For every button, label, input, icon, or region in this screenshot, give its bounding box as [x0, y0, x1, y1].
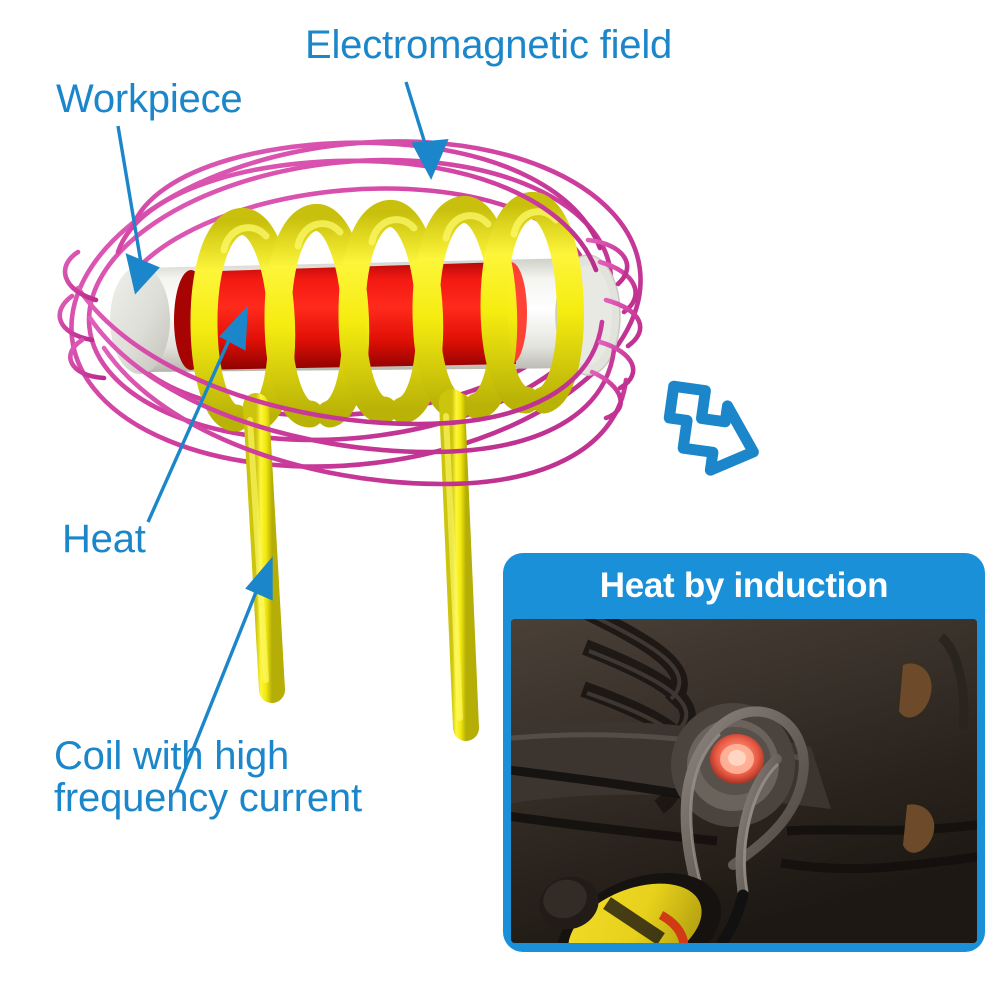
coil-lead-right — [439, 389, 479, 741]
heat-arrow — [146, 305, 248, 523]
panel-header: Heat by induction — [503, 553, 985, 619]
induction-coil — [190, 192, 584, 432]
label-heat: Heat — [62, 517, 146, 561]
field-lines-front — [57, 140, 643, 487]
photo-render — [511, 619, 977, 943]
photo-content — [511, 619, 977, 943]
coil-arrow — [174, 556, 273, 793]
panel-header-title: Heat by induction — [599, 566, 889, 605]
black-tool-knob — [539, 876, 599, 930]
label-coil-line-1: Coil with high — [54, 734, 290, 778]
rusty-bracket — [899, 633, 969, 853]
label-workpiece: Workpiece — [56, 77, 243, 121]
heat-by-induction-panel: Heat by induction — [503, 553, 985, 952]
induction-coil-loop — [680, 706, 809, 900]
label-coil-line-2: frequency current — [54, 776, 362, 821]
callout-arrows — [116, 81, 449, 793]
emfield-arrow — [404, 81, 449, 180]
induction-heater-photo — [511, 619, 977, 943]
induction-coil-loop-highlight — [689, 733, 779, 893]
pointer-arrow-to-inset — [663, 380, 759, 476]
workpiece-arrow — [116, 125, 160, 295]
label-electromagnetic-field: Electromagnetic field — [305, 23, 673, 67]
